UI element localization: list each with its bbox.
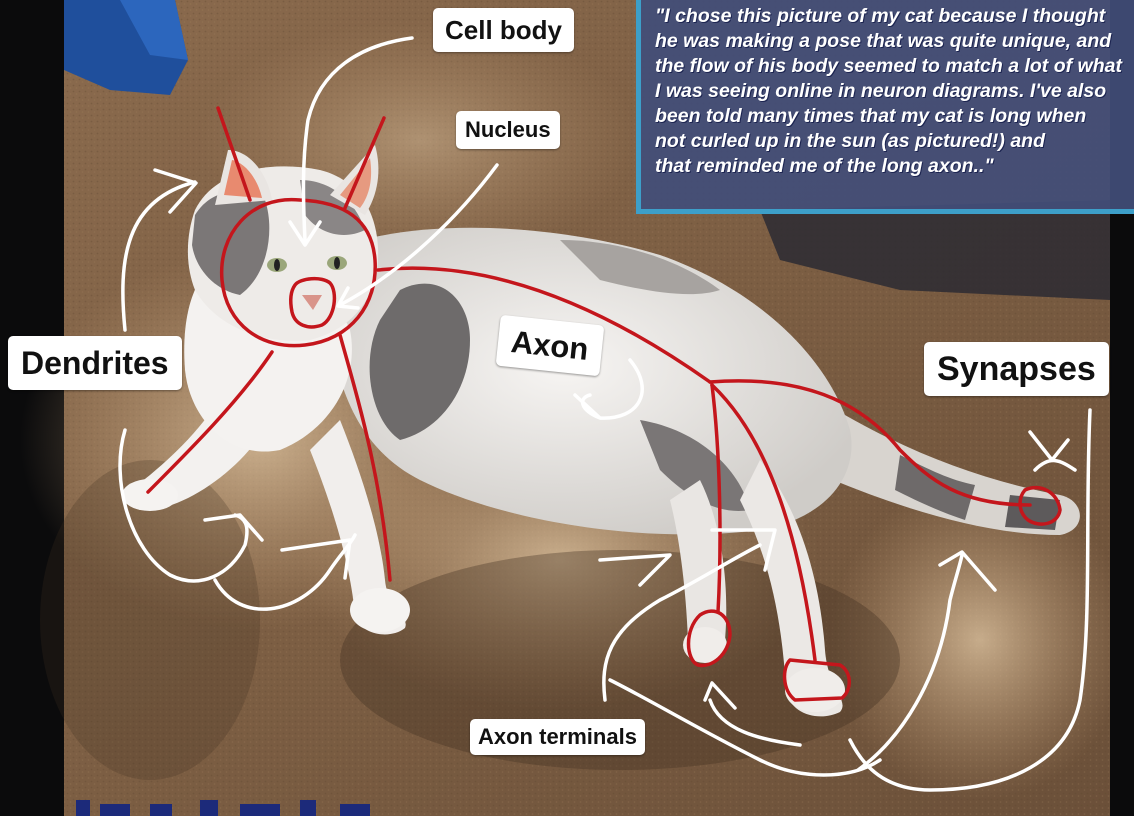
label-axon: Axon [496,315,604,377]
quote-text: "I chose this picture of my cat because … [655,4,1134,179]
quote-box: "I chose this picture of my cat because … [636,0,1134,214]
label-nucleus: Nucleus [456,111,560,149]
label-axon-terminals: Axon terminals [470,719,645,755]
label-cell-body: Cell body [433,8,574,52]
label-dendrites: Dendrites [8,336,182,390]
label-synapses: Synapses [924,342,1109,396]
